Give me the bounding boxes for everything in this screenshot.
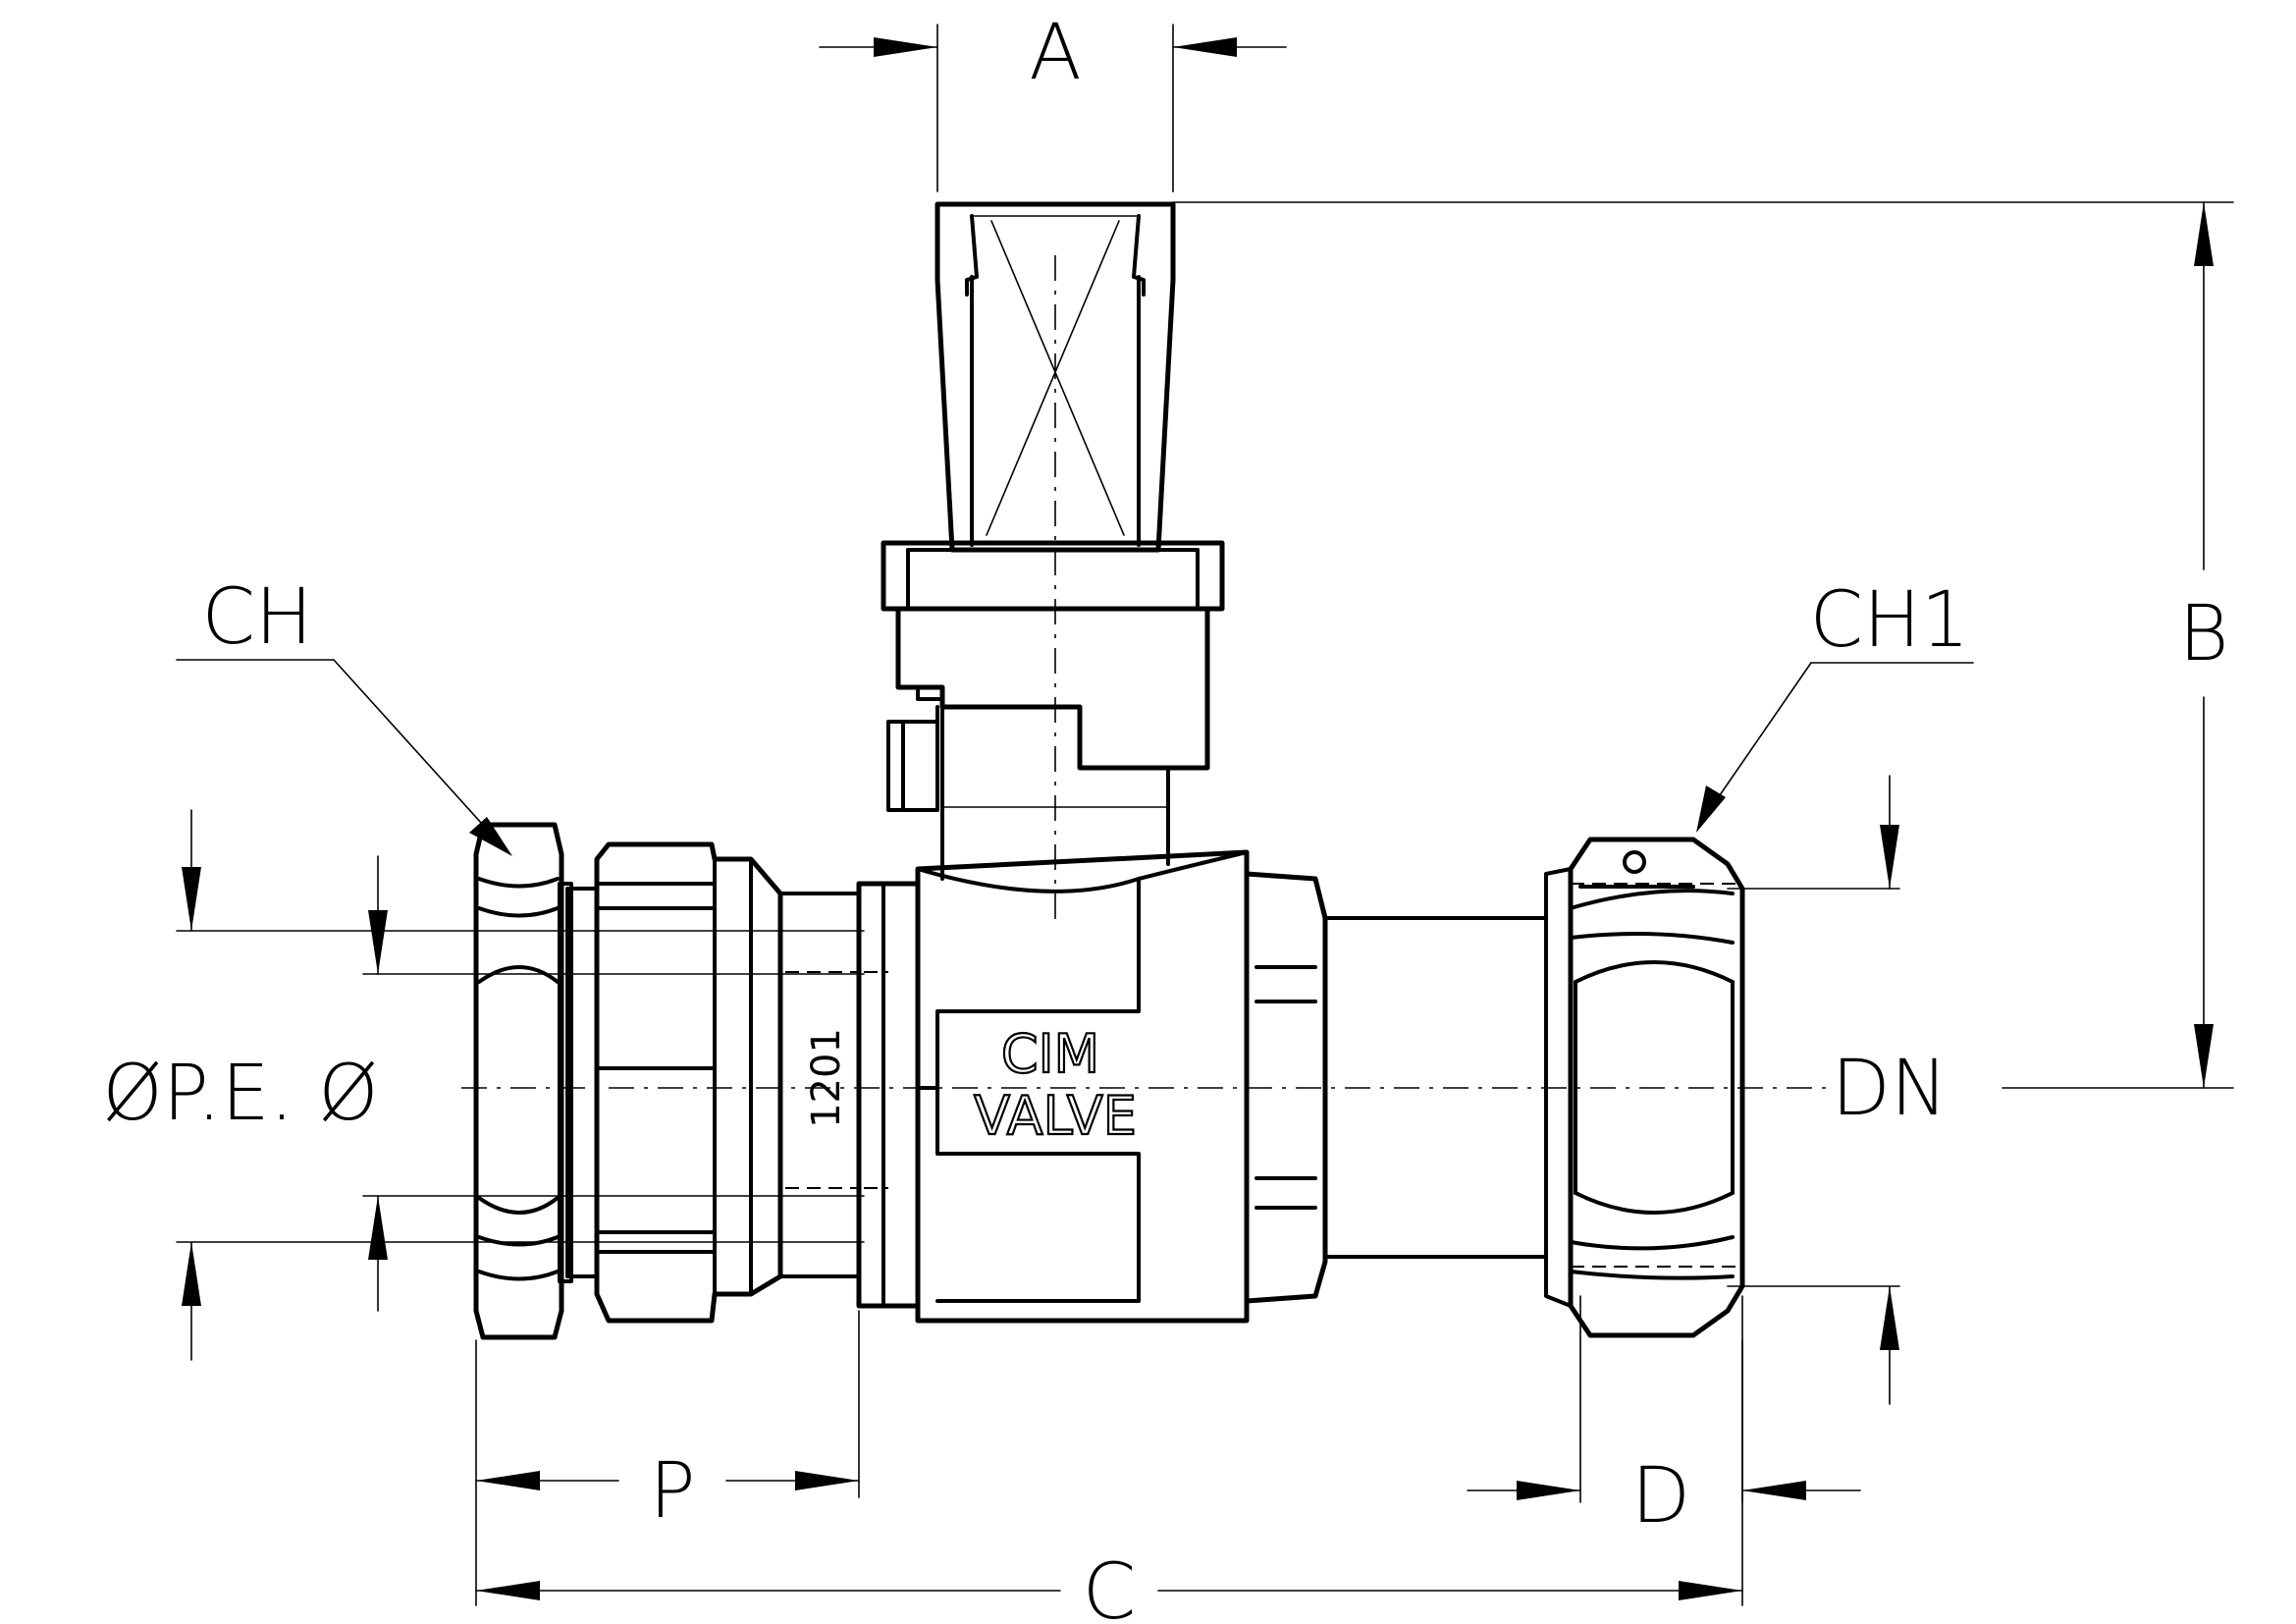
body-code-text: 1201 [804,1028,849,1128]
dimension-dn: DN [1727,775,1948,1405]
valve-body: CIM VALVE 1201 [804,849,1328,1324]
center-lines [461,255,1826,1089]
dimension-ope: ØP.E. Ø [102,809,865,1361]
dim-label-d: D [1631,1452,1690,1541]
leader-label-ch1: CH1 [1810,576,1970,665]
dimension-p: P [475,1310,860,1536]
dimension-b: B [1172,201,2234,1089]
dim-label-b: B [2178,590,2228,678]
leader-ch1: CH1 [1696,576,1974,833]
dim-label-a: A [1029,9,1081,97]
dim-label-dn: DN [1832,1045,1948,1133]
dim-label-c: C [1083,1548,1136,1624]
left-pe-fitting [473,822,861,1340]
leader-ch: CH [176,573,512,856]
operator-handle [881,201,1225,881]
right-union-fitting [1323,837,1745,1338]
brand-top-text: CIM [1001,1023,1099,1085]
dimension-a: A [819,9,1287,192]
dim-label-p: P [649,1447,695,1536]
dim-label-ope: ØP.E. Ø [102,1050,378,1138]
leader-label-ch: CH [201,573,312,662]
brand-bottom-text: VALVE [974,1085,1137,1147]
dimension-d: D [1467,1295,1861,1541]
